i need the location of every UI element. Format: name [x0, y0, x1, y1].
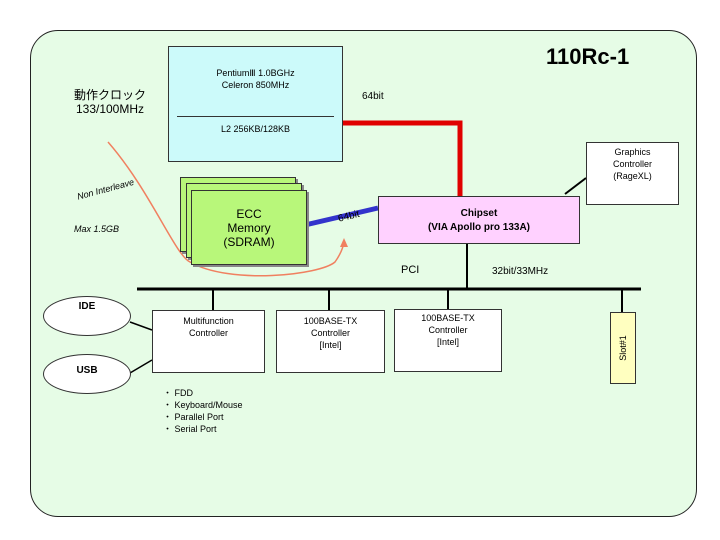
graphics-line3: (RageXL) [613, 171, 652, 181]
cpu-bus-label: 64bit [362, 91, 384, 102]
usb-connector [129, 359, 153, 374]
cpu-line1: PentiumⅢ 1.0BGHz [216, 68, 295, 78]
chipset-box: Chipset (VIA Apollo pro 133A) [378, 196, 580, 244]
multifunction-line1: Multifunction [183, 316, 234, 326]
diagram-title: 110Rc-1 [546, 44, 630, 69]
graphics-line2: Controller [612, 159, 652, 169]
cpu-line2: Celeron 850MHz [221, 80, 290, 90]
clock-label-line1: 動作クロック [73, 88, 146, 102]
graphics-connector [564, 177, 587, 195]
usb-ellipse: USB [43, 354, 131, 394]
peripheral-item: ・ FDD [163, 388, 193, 398]
clock-arrow-head [340, 238, 348, 247]
lan2-line3: [Intel] [436, 337, 459, 347]
lan-controller-2-box: 100BASE-TX Controller [Intel] [394, 309, 502, 372]
slot-box: Slot#1 [610, 312, 636, 384]
lan1-line1: 100BASE-TX [303, 316, 358, 326]
cpu-divider [177, 116, 334, 117]
peripheral-item: ・ Serial Port [163, 424, 217, 434]
lan2-line2: Controller [428, 325, 468, 335]
peripherals-list: ・ FDD ・ Keyboard/Mouse ・ Parallel Port ・… [163, 387, 243, 435]
lan-controller-1-box: 100BASE-TX Controller [Intel] [276, 310, 385, 373]
graphics-line1: Graphics [614, 147, 651, 157]
cpu-box: PentiumⅢ 1.0BGHz Celeron 850MHz L2 256KB… [168, 46, 343, 162]
memory-line3: (SDRAM) [223, 235, 275, 249]
multifunction-line2: Controller [188, 328, 228, 338]
chipset-line1: Chipset [460, 208, 498, 219]
clock-arrow [107, 141, 345, 277]
lan1-line3: [Intel] [319, 340, 342, 350]
diagram-frame [30, 30, 697, 517]
pci-label: PCI [401, 264, 420, 276]
memory-line2: Memory [227, 221, 271, 235]
cpu-line3: L2 256KB/128KB [220, 124, 291, 134]
slot-label: Slot#1 [618, 335, 628, 361]
cpu-bus-line [340, 120, 463, 196]
clock-label-line2: 133/100MHz [75, 102, 145, 116]
memory-line1: ECC [236, 207, 262, 221]
lan1-line2: Controller [310, 328, 350, 338]
ide-connector [129, 321, 153, 331]
ide-ellipse: IDE [43, 296, 131, 336]
memory-box: ECC Memory (SDRAM) [191, 190, 307, 265]
graphics-controller-box: Graphics Controller (RageXL) [586, 142, 679, 205]
clock-label: 動作クロック 133/100MHz [70, 88, 150, 116]
memory-bus-line [304, 205, 379, 228]
pci-speed-label: 32bit/33MHz [492, 266, 549, 277]
lan2-line1: 100BASE-TX [421, 313, 475, 323]
peripheral-item: ・ Keyboard/Mouse [163, 400, 243, 410]
max-memory-label: Max 1.5GB [74, 224, 120, 234]
chipset-line2: (VIA Apollo pro 133A) [427, 222, 531, 233]
ide-label: IDE [78, 301, 96, 312]
usb-label: USB [76, 365, 98, 376]
multifunction-controller-box: Multifunction Controller [152, 310, 265, 373]
peripheral-item: ・ Parallel Port [163, 412, 224, 422]
